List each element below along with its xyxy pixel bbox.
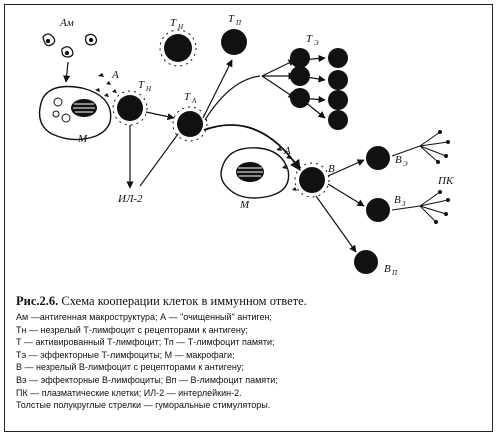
label-pk: ПК (437, 175, 454, 187)
label-b: В (328, 163, 335, 175)
macrophage-2 (220, 147, 290, 199)
plasma-cell-dots (434, 130, 450, 224)
label-am: Ам (59, 17, 74, 29)
label-tp-sub: П (235, 19, 242, 27)
label-m-2: М (239, 199, 250, 211)
immune-cooperation-diagram: Ам А М Т Н Т Н Т П Т А Т Э А М В В Э В З… (38, 13, 454, 277)
label-ta: Т (184, 91, 191, 103)
label-bp: В (384, 263, 391, 275)
legend-row: В — незрелый В-лимфоцит с рецепторами к … (16, 362, 244, 373)
label-te-sub: Э (314, 39, 319, 47)
legend-row: Ам —антигенная макроструктура; А — "очищ… (16, 312, 272, 322)
label-be-2: В (394, 194, 401, 206)
antigen-fragments (95, 73, 117, 97)
label-te: Т (306, 33, 313, 45)
label-a-2: А (283, 145, 291, 157)
label-be-1: В (395, 154, 402, 166)
t-naive-cell-2 (159, 29, 197, 67)
legend-row: ПК — плазматические клетки; ИЛ-2 — интер… (16, 387, 242, 398)
label-tn-2-sub: Н (177, 23, 184, 31)
plasma-cell-branches (391, 131, 449, 223)
legend-row: Толстые полукруглые стрелки — гуморальны… (16, 400, 271, 411)
legend-row: Т — активированный Т-лимфоцит; Тп — Т-ли… (16, 337, 275, 348)
figure-title: Схема кооперации клеток в иммунном ответ… (61, 294, 307, 308)
label-be-1-sub: Э (403, 160, 408, 168)
label-bp-sub: П (391, 269, 398, 277)
t-memory-cell (221, 29, 247, 55)
figure-number: Рис.2.6. (16, 294, 59, 308)
b-cell-branches (315, 159, 365, 253)
label-tn-1-sub: Н (145, 85, 152, 93)
b-naive-cell (294, 162, 330, 198)
arrow-tn-to-ta (145, 111, 175, 121)
legend-row: Тн — незрелый Т-лимфоцит с рецепторами к… (16, 324, 248, 335)
label-m-1: М (77, 133, 88, 145)
arrow-am-to-m (63, 61, 71, 83)
macrophage-1 (38, 85, 112, 141)
t-effector-branches (202, 54, 326, 121)
legend-row: Тэ — эффекторные Т-лимфоциты; М — макроф… (16, 349, 235, 360)
label-tn-2: Т (170, 17, 177, 29)
label-a-1: А (111, 69, 119, 81)
label-il2: ИЛ-2 (117, 193, 143, 205)
figure-caption: Рис.2.6. Схема кооперации клеток в иммун… (16, 294, 491, 309)
legend-row: Вэ — эффекторные В-лимфоциты; Вп — В-лим… (16, 374, 278, 385)
label-tp: Т (228, 13, 235, 25)
arrow-ta-to-b (203, 124, 301, 171)
antigen-macrostructure (42, 33, 98, 58)
figure-legend: Ам —антигенная макроструктура; А — "очищ… (16, 311, 491, 412)
b-effector-cells (366, 146, 390, 222)
t-activated-cell (172, 106, 208, 142)
label-tn-1: Т (138, 79, 145, 91)
label-be-2-sub: З (402, 200, 406, 208)
t-effector-cells (290, 48, 348, 130)
b-memory-cell (354, 250, 378, 274)
antigen-fragments-2 (276, 147, 299, 191)
t-naive-cell-1 (112, 90, 148, 126)
label-ta-sub: А (191, 97, 197, 105)
figure-frame (4, 4, 493, 432)
line-ta-to-il2 (139, 133, 179, 187)
